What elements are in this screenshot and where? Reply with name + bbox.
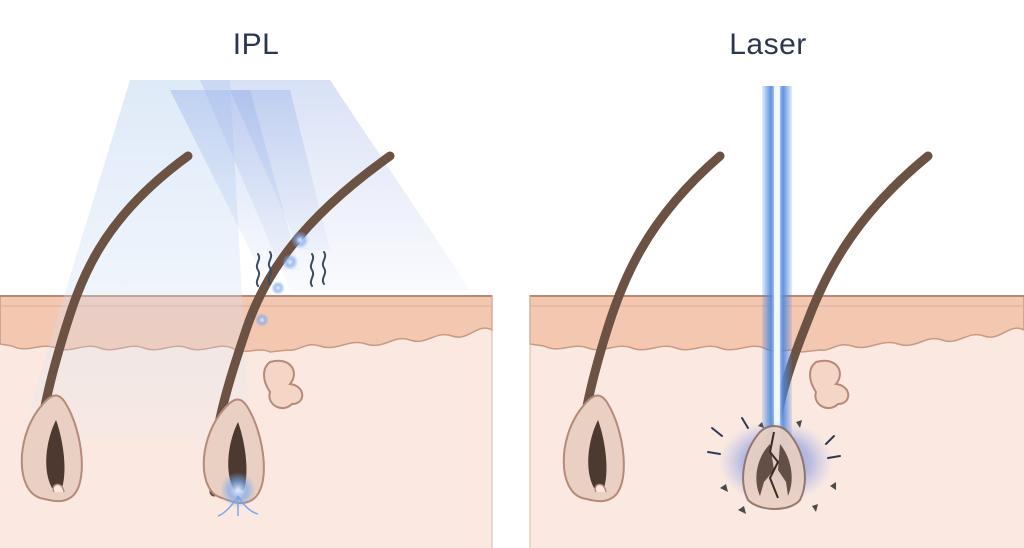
laser-beam: [762, 86, 792, 446]
ipl-bulb-glow: [220, 472, 256, 508]
ipl-panel: IPL: [0, 28, 493, 548]
laser-sebaceous-gland: [809, 359, 850, 410]
laser-hair-left: [562, 151, 725, 503]
laser-follicle-burst: [707, 417, 841, 514]
ipl-title: IPL: [232, 28, 280, 61]
ipl-hair-right: [202, 151, 395, 517]
ipl-light-fan: [20, 80, 470, 440]
ipl-illustration: [0, 80, 493, 548]
ipl-sebaceous-gland: [263, 359, 304, 410]
ipl-hair-left: [20, 151, 193, 503]
laser-panel: Laser: [512, 0, 1024, 548]
laser-title: Laser: [729, 28, 807, 61]
laser-illustration: [529, 86, 1024, 548]
heat-waves-icon: [255, 251, 327, 287]
